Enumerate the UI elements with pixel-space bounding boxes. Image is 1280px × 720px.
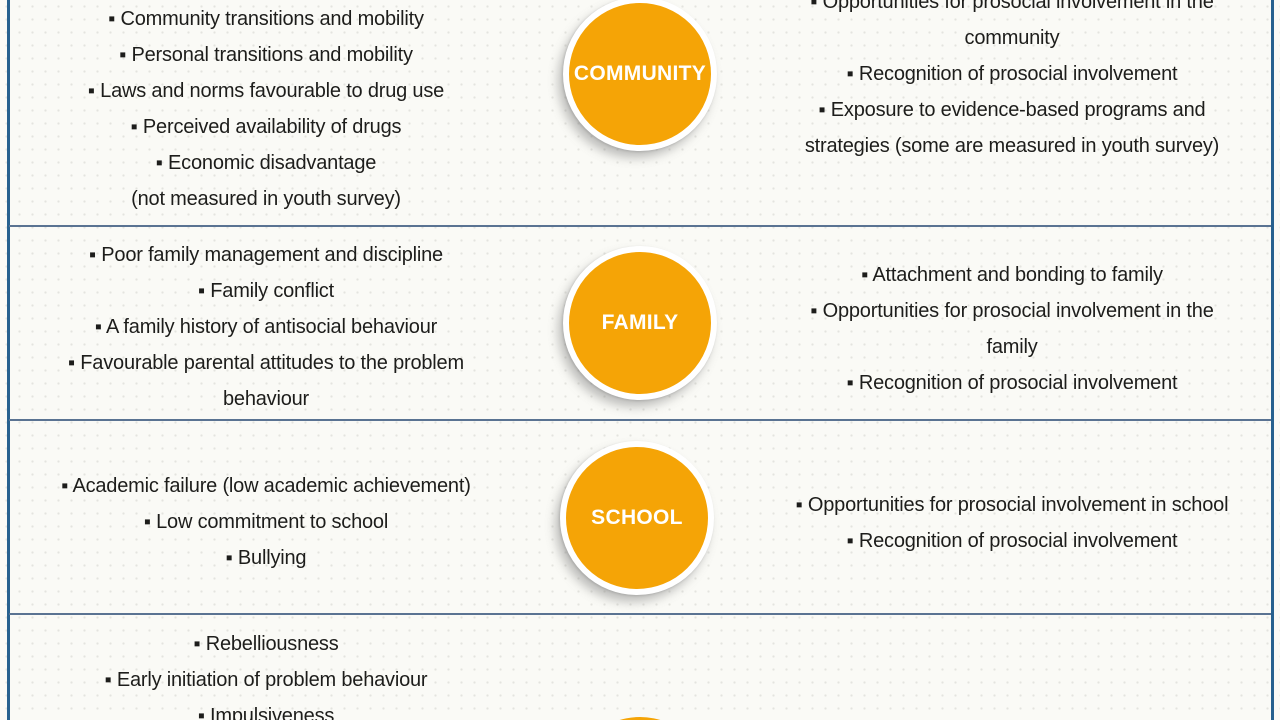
community-protective-factors: ▪ Opportunities for prosocial involvemen… xyxy=(756,0,1268,164)
factor-line: (not measured in youth survey) xyxy=(131,188,401,210)
school-domain-badge: SCHOOL xyxy=(560,441,714,595)
factor-line: ▪ Economic disadvantage xyxy=(155,152,377,174)
factor-line: ▪ Opportunities for prosocial involvemen… xyxy=(795,494,1229,516)
table-right-border xyxy=(1271,0,1274,720)
factor-line: ▪ Opportunities for prosocial involvemen… xyxy=(810,0,1214,13)
individual-risk-factors: ▪ Rebelliousness ▪ Early initiation of pr… xyxy=(16,626,516,720)
factor-line: ▪ Early initiation of problem behaviour xyxy=(104,669,428,691)
next-domain-badge-partial xyxy=(569,717,711,720)
factor-line: ▪ Exposure to evidence-based programs an… xyxy=(818,99,1206,121)
community-domain-label: COMMUNITY xyxy=(573,62,707,85)
community-risk-factors: ▪ Community transitions and mobility ▪ Pe… xyxy=(16,1,516,217)
factor-line: community xyxy=(964,27,1060,49)
school-risk-factors: ▪ Academic failure (low academic achieve… xyxy=(16,468,516,576)
factor-line: ▪ Personal transitions and mobility xyxy=(119,44,413,66)
family-protective-factors: ▪ Attachment and bonding to family ▪ Oppo… xyxy=(756,257,1268,401)
factor-line: ▪ Academic failure (low academic achieve… xyxy=(61,475,471,497)
family-risk-factors: ▪ Poor family management and discipline ▪… xyxy=(16,237,516,417)
factor-line: ▪ Bullying xyxy=(225,547,307,569)
factor-line: ▪ Rebelliousness xyxy=(193,633,339,655)
family-domain-label: FAMILY xyxy=(601,311,679,334)
row-divider xyxy=(9,613,1271,615)
factor-line: ▪ Low commitment to school xyxy=(143,511,389,533)
school-domain-label: SCHOOL xyxy=(591,506,683,529)
family-domain-badge: FAMILY xyxy=(563,246,717,400)
row-divider xyxy=(9,225,1271,227)
table-left-border xyxy=(7,0,10,720)
factor-line: family xyxy=(986,336,1038,358)
factor-line: ▪ Recognition of prosocial involvement xyxy=(846,372,1178,394)
factor-line: ▪ Laws and norms favourable to drug use xyxy=(87,80,445,102)
factor-line: ▪ Favourable parental attitudes to the p… xyxy=(68,352,464,374)
factor-line: ▪ Recognition of prosocial involvement xyxy=(846,63,1178,85)
factor-line: ▪ Family conflict xyxy=(198,280,334,302)
factor-line: ▪ Attachment and bonding to family xyxy=(861,264,1163,286)
row-divider xyxy=(9,419,1271,421)
factor-line: ▪ Opportunities for prosocial involvemen… xyxy=(810,300,1214,322)
factor-line: ▪ Impulsiveness xyxy=(197,705,335,720)
school-protective-factors: ▪ Opportunities for prosocial involvemen… xyxy=(756,487,1268,559)
factor-line: ▪ Recognition of prosocial involvement xyxy=(846,530,1178,552)
factor-line: ▪ Perceived availability of drugs xyxy=(130,116,402,138)
factor-line: ▪ Community transitions and mobility xyxy=(108,8,424,30)
factor-line: ▪ Poor family management and discipline xyxy=(89,244,443,266)
factor-line: ▪ A family history of antisocial behavio… xyxy=(94,316,438,338)
community-domain-badge: COMMUNITY xyxy=(563,0,717,151)
factor-line: behaviour xyxy=(222,388,310,410)
factor-line: strategies (some are measured in youth s… xyxy=(804,135,1220,157)
